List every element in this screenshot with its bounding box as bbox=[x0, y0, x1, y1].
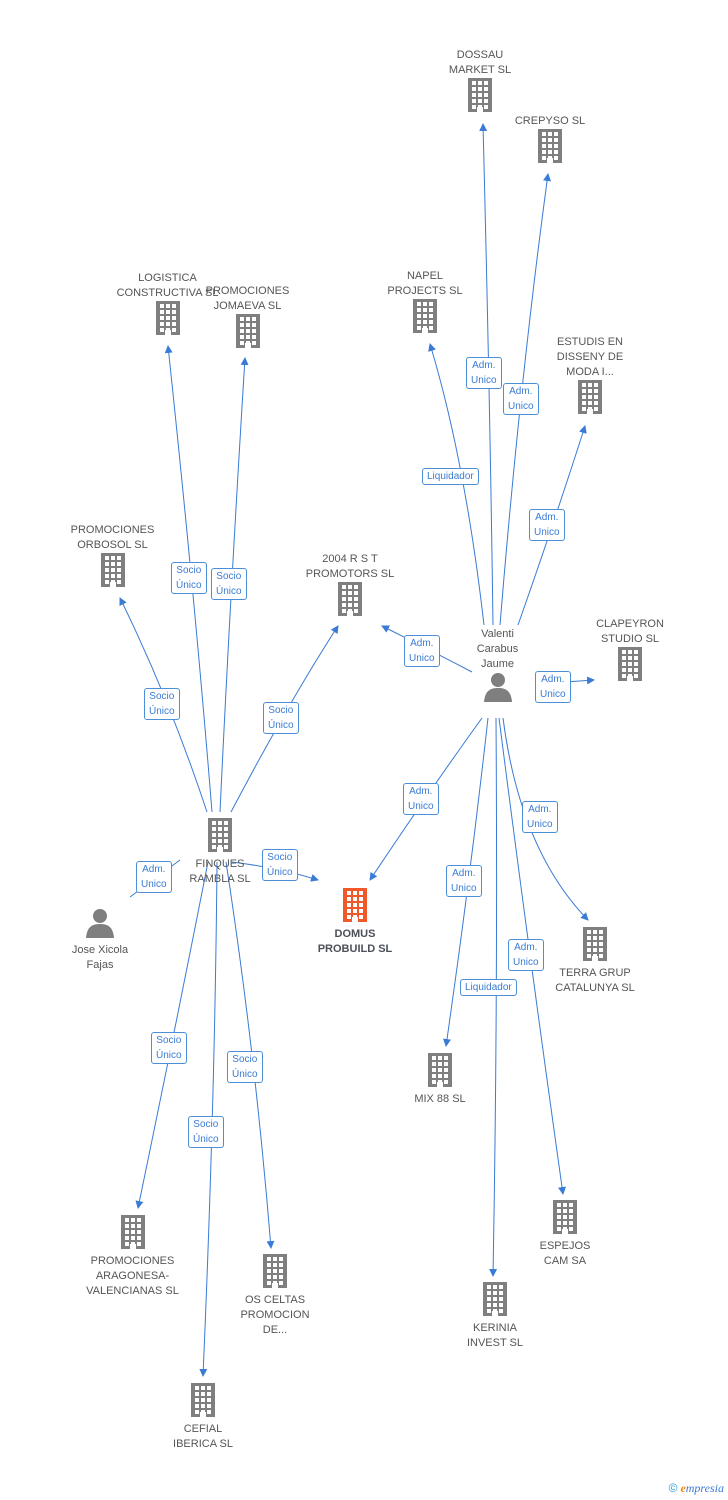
relation-label[interactable]: Adm. Unico bbox=[404, 635, 440, 667]
building-icon bbox=[65, 553, 160, 592]
node-label: FINQUES RAMBLA SL bbox=[189, 858, 251, 885]
building-icon bbox=[435, 78, 525, 117]
node-label: PROMOCIONES ORBOSOL SL bbox=[70, 524, 155, 551]
edge-line bbox=[489, 717, 498, 1277]
node-promociones-orbosol[interactable]: PROMOCIONES ORBOSOL SL bbox=[65, 523, 160, 592]
building-icon bbox=[305, 888, 405, 927]
brand-name: mpresia bbox=[685, 1481, 724, 1495]
node-label: KERINIA INVEST SL bbox=[466, 1322, 524, 1349]
node-kerinia-invest[interactable]: KERINIA INVEST SL bbox=[450, 1282, 540, 1351]
building-icon bbox=[380, 299, 470, 338]
node-label: CEFIAL IBERICA SL bbox=[173, 1423, 233, 1450]
relation-label[interactable]: Adm. Unico bbox=[503, 383, 539, 415]
relation-label[interactable]: Socio Único bbox=[263, 702, 299, 734]
node-person-jose-xicola[interactable]: Jose Xicola Fajas bbox=[55, 908, 145, 973]
empresia-footer[interactable]: © empresia bbox=[669, 1481, 724, 1496]
node-label: CLAPEYRON STUDIO SL bbox=[596, 618, 664, 645]
node-domus-probuild-focus[interactable]: DOMUS PROBUILD SL bbox=[305, 888, 405, 957]
node-label: PROMOCIONES ARAGONESA- VALENCIANAS SL bbox=[86, 1255, 179, 1297]
relation-label[interactable]: Liquidador bbox=[460, 979, 517, 996]
node-label: DOMUS PROBUILD SL bbox=[317, 928, 393, 955]
relation-label[interactable]: Socio Único bbox=[188, 1116, 224, 1148]
node-label: Jose Xicola Fajas bbox=[71, 944, 129, 971]
node-label: DOSSAU MARKET SL bbox=[448, 49, 512, 76]
relation-label[interactable]: Adm. Unico bbox=[522, 801, 558, 833]
person-icon bbox=[55, 908, 145, 943]
person-icon bbox=[455, 672, 540, 707]
relation-label[interactable]: Socio Único bbox=[151, 1032, 187, 1064]
relation-label[interactable]: Liquidador bbox=[422, 468, 479, 485]
building-icon bbox=[505, 129, 595, 168]
building-icon bbox=[545, 380, 635, 419]
node-label: OS CELTAS PROMOCION DE... bbox=[240, 1294, 310, 1336]
relation-label[interactable]: Adm. Unico bbox=[403, 783, 439, 815]
node-clapeyron-studio[interactable]: CLAPEYRON STUDIO SL bbox=[585, 617, 675, 686]
node-label: PROMOCIONES JOMAEVA SL bbox=[205, 285, 290, 312]
building-icon bbox=[585, 647, 675, 686]
relation-label[interactable]: Socio Único bbox=[262, 849, 298, 881]
building-icon bbox=[450, 1282, 540, 1321]
node-estudis-disseny[interactable]: ESTUDIS EN DISSENY DE MODA I... bbox=[545, 335, 635, 419]
relation-label[interactable]: Adm. Unico bbox=[529, 509, 565, 541]
node-label: MIX 88 SL bbox=[414, 1093, 466, 1105]
node-finques-rambla[interactable]: FINQUES RAMBLA SL bbox=[175, 818, 265, 887]
node-2004-rst-promotors[interactable]: 2004 R S T PROMOTORS SL bbox=[300, 552, 400, 621]
node-terra-grup-catalunya[interactable]: TERRA GRUP CATALUNYA SL bbox=[545, 927, 645, 996]
relation-label[interactable]: Socio Único bbox=[211, 568, 247, 600]
node-logistica-constructiva[interactable]: LOGISTICA CONSTRUCTIVA SL bbox=[110, 271, 225, 340]
building-icon bbox=[300, 582, 400, 621]
building-icon bbox=[545, 927, 645, 966]
node-label: CREPYSO SL bbox=[514, 115, 586, 127]
node-promociones-aragonesa[interactable]: PROMOCIONES ARAGONESA- VALENCIANAS SL bbox=[80, 1215, 185, 1299]
relation-label[interactable]: Adm. Unico bbox=[466, 357, 502, 389]
node-dossau-market[interactable]: DOSSAU MARKET SL bbox=[435, 48, 525, 117]
building-icon bbox=[520, 1200, 610, 1239]
node-espejos-cam[interactable]: ESPEJOS CAM SA bbox=[520, 1200, 610, 1269]
node-promociones-jomaeva[interactable]: PROMOCIONES JOMAEVA SL bbox=[200, 284, 295, 353]
building-icon bbox=[80, 1215, 185, 1254]
relation-label[interactable]: Adm. Unico bbox=[446, 865, 482, 897]
building-icon bbox=[200, 314, 295, 353]
building-icon bbox=[158, 1383, 248, 1422]
building-icon bbox=[400, 1053, 480, 1092]
node-label: NAPEL PROJECTS SL bbox=[387, 270, 463, 297]
edge-line bbox=[199, 861, 218, 1377]
node-label: TERRA GRUP CATALUNYA SL bbox=[555, 967, 635, 994]
node-crepyso[interactable]: CREPYSO SL bbox=[505, 114, 595, 168]
node-mix-88[interactable]: MIX 88 SL bbox=[400, 1053, 480, 1107]
node-cefial-iberica[interactable]: CEFIAL IBERICA SL bbox=[158, 1383, 248, 1452]
building-icon bbox=[230, 1254, 320, 1293]
node-label: LOGISTICA CONSTRUCTIVA SL bbox=[116, 272, 219, 299]
edge-line bbox=[502, 717, 589, 921]
node-label: 2004 R S T PROMOTORS SL bbox=[305, 553, 395, 580]
relation-label[interactable]: Socio Único bbox=[171, 562, 207, 594]
brand-mark: e bbox=[680, 1481, 686, 1495]
relation-label[interactable]: Adm. Unico bbox=[136, 861, 172, 893]
node-label: ESTUDIS EN DISSENY DE MODA I... bbox=[556, 336, 624, 378]
node-person-valenti-carabus[interactable]: Valenti Carabus Jaume bbox=[455, 627, 540, 707]
relation-label[interactable]: Adm. Unico bbox=[535, 671, 571, 703]
building-icon bbox=[110, 301, 225, 340]
node-napel-projects[interactable]: NAPEL PROJECTS SL bbox=[380, 269, 470, 338]
relation-label[interactable]: Socio Único bbox=[144, 688, 180, 720]
node-os-celtas-promocion[interactable]: OS CELTAS PROMOCION DE... bbox=[230, 1254, 320, 1338]
relation-label[interactable]: Adm. Unico bbox=[508, 939, 544, 971]
building-icon bbox=[175, 818, 265, 857]
node-label: Valenti Carabus Jaume bbox=[476, 628, 519, 670]
copyright-icon: © bbox=[668, 1481, 678, 1495]
node-label: ESPEJOS CAM SA bbox=[539, 1240, 591, 1267]
relation-label[interactable]: Socio Único bbox=[227, 1051, 263, 1083]
